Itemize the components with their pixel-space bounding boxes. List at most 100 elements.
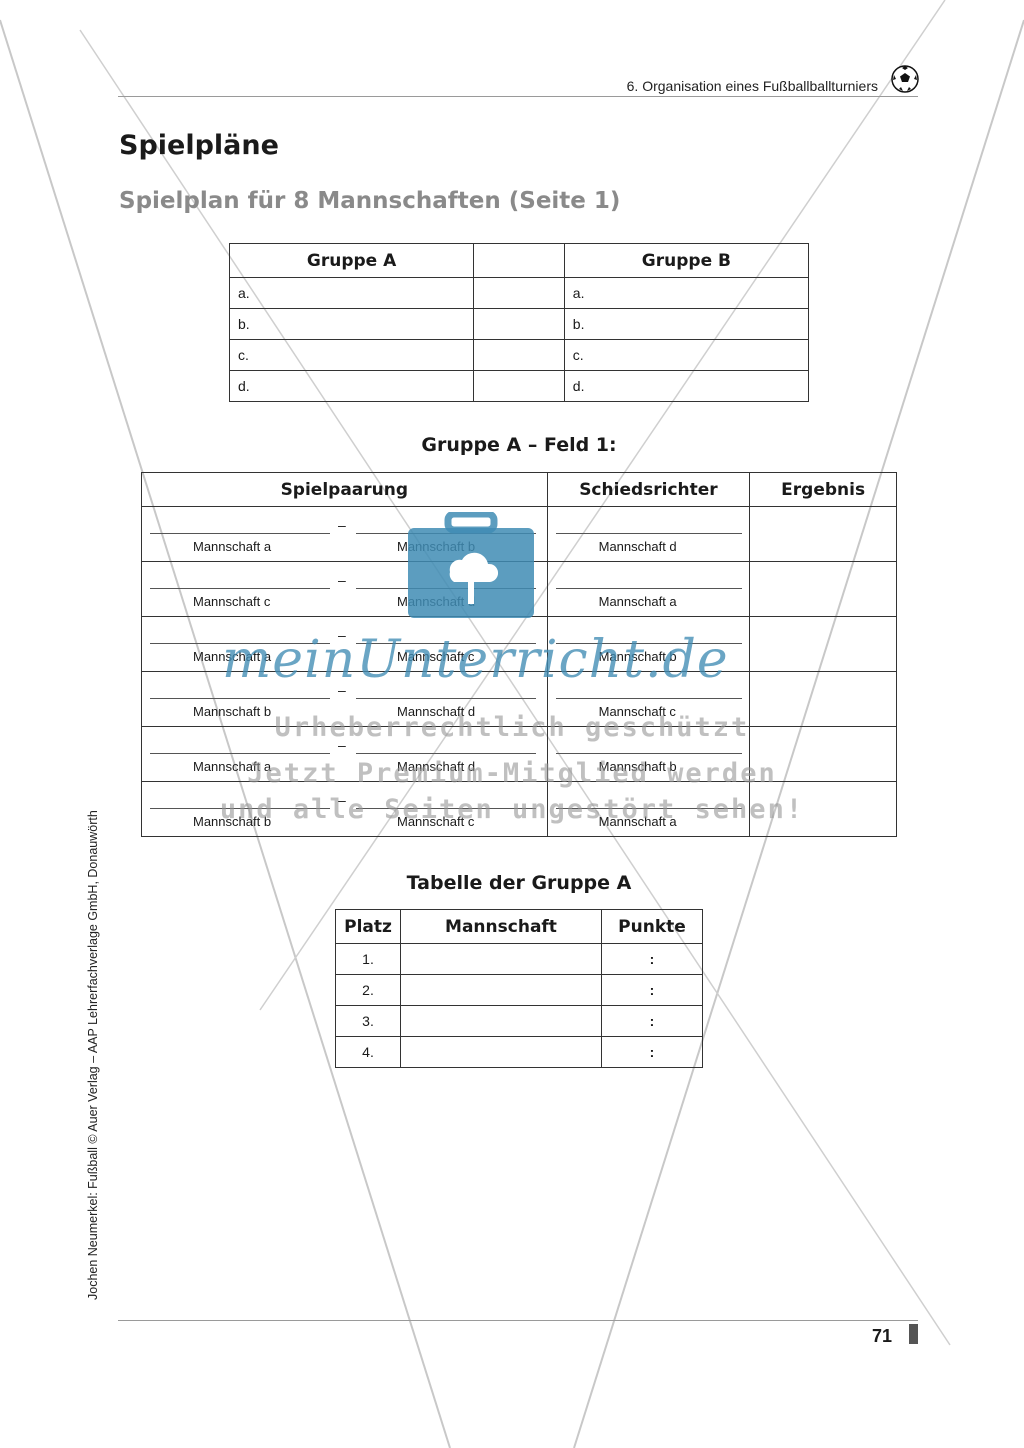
briefcase-cloud-icon	[408, 512, 534, 618]
result-cell	[749, 671, 897, 727]
team-cell	[400, 1005, 602, 1037]
pairing-dash: –	[338, 517, 346, 533]
away-fill-line	[356, 698, 536, 699]
table-row: 1. :	[335, 943, 703, 975]
spacer-cell	[473, 370, 565, 402]
side-credit: Jochen Neumerkel: Fußball © Auer Verlag …	[86, 740, 106, 1300]
result-cell	[749, 506, 897, 562]
table-row: 4. :	[335, 1036, 703, 1068]
pairing-header: Spielpaarung	[141, 472, 548, 507]
home-team-label: Mannschaft b	[193, 704, 272, 719]
pairing-dash: –	[338, 627, 346, 643]
referee-cell: Mannschaft b	[546, 616, 751, 672]
away-fill-line	[356, 808, 536, 809]
away-fill-line	[356, 753, 536, 754]
table-row: d. d.	[228, 370, 810, 402]
home-fill-line	[150, 533, 330, 534]
referee-cell: Mannschaft d	[546, 506, 751, 562]
standings-header-row: Platz Mannschaft Punkte	[335, 909, 703, 944]
group-b-slot: a.	[563, 277, 810, 309]
home-team-label: Mannschaft a	[193, 649, 272, 664]
result-cell	[749, 781, 897, 837]
footer-divider	[118, 1320, 918, 1321]
table-row: – Mannschaft b Mannschaft d Mannschaft c	[141, 671, 897, 727]
away-team-label: Mannschaft d	[397, 759, 476, 774]
referee-team-label: Mannschaft b	[598, 759, 677, 774]
referee-team-label: Mannschaft d	[598, 539, 677, 554]
pairing-dash: –	[338, 792, 346, 808]
home-fill-line	[150, 698, 330, 699]
chapter-title: 6. Organisation eines Fußballballturnier…	[626, 78, 878, 94]
team-cell	[400, 974, 602, 1006]
spacer-cell	[473, 308, 565, 340]
watermark-line-2: Jetzt Premium-Mitglied werden	[247, 758, 777, 789]
match-table: Spielpaarung Schiedsrichter Ergebnis –Ma…	[141, 472, 897, 837]
table-row: – Mannschaft a Mannschaft c Mannschaft b	[141, 616, 897, 672]
result-header: Ergebnis	[749, 472, 897, 507]
place-cell: 2.	[335, 974, 401, 1006]
table-row: a. a.	[228, 277, 810, 309]
result-cell	[749, 726, 897, 782]
place-header: Platz	[335, 909, 401, 944]
referee-team-label: Mannschaft b	[598, 649, 677, 664]
referee-cell: Mannschaft a	[546, 781, 751, 837]
place-cell: 1.	[335, 943, 401, 975]
place-cell: 4.	[335, 1036, 401, 1068]
away-fill-line	[356, 643, 536, 644]
pairing-dash: –	[338, 572, 346, 588]
table-row: b. b.	[228, 308, 810, 340]
table-row: 2. :	[335, 974, 703, 1006]
referee-fill-line	[555, 533, 742, 534]
away-team-label: Mannschaft c	[397, 649, 475, 664]
group-b-header: Gruppe B	[563, 243, 810, 278]
referee-cell: Mannschaft b	[546, 726, 751, 782]
standings-table: Platz Mannschaft Punkte 1. : 2. : 3. : 4…	[335, 909, 703, 1068]
away-team-label: Mannschaft c	[397, 814, 475, 829]
groups-header-row: Gruppe A Gruppe B	[228, 243, 810, 278]
home-fill-line	[150, 588, 330, 589]
pairing-dash: –	[338, 682, 346, 698]
referee-header: Schiedsrichter	[546, 472, 751, 507]
page-number-bar	[909, 1324, 918, 1344]
home-fill-line	[150, 808, 330, 809]
group-b-slot: d.	[563, 370, 810, 402]
referee-team-label: Mannschaft c	[598, 704, 676, 719]
watermark-line-3: und alle Seiten ungestört sehen!	[219, 794, 805, 825]
referee-cell: Mannschaft a	[546, 561, 751, 617]
home-fill-line	[150, 643, 330, 644]
points-header: Punkte	[601, 909, 703, 944]
group-a-slot: b.	[228, 308, 475, 340]
team-cell	[400, 1036, 602, 1068]
group-a-slot: a.	[228, 277, 475, 309]
table-row: c. c.	[228, 339, 810, 371]
points-cell: :	[601, 943, 703, 975]
place-cell: 3.	[335, 1005, 401, 1037]
table-row: 3. :	[335, 1005, 703, 1037]
referee-fill-line	[555, 753, 742, 754]
page-subtitle: Spielplan für 8 Mannschaften (Seite 1)	[119, 188, 621, 214]
points-cell: :	[601, 974, 703, 1006]
referee-fill-line	[555, 643, 742, 644]
side-credit-text: Jochen Neumerkel: Fußball © Auer Verlag …	[86, 810, 100, 1300]
points-cell: :	[601, 1036, 703, 1068]
spacer-cell	[473, 339, 565, 371]
standings-heading: Tabelle der Gruppe A	[406, 872, 632, 894]
home-fill-line	[150, 753, 330, 754]
result-cell	[749, 616, 897, 672]
referee-fill-line	[555, 808, 742, 809]
team-cell	[400, 943, 602, 975]
spacer-cell	[473, 277, 565, 309]
group-a-header: Gruppe A	[228, 243, 475, 278]
soccer-ball-icon	[891, 65, 919, 93]
away-team-label: Mannschaft d	[397, 704, 476, 719]
group-b-slot: b.	[563, 308, 810, 340]
watermark-brand: meinUnterricht.de	[222, 630, 729, 690]
match-heading: Gruppe A – Feld 1:	[421, 434, 617, 456]
referee-fill-line	[555, 698, 742, 699]
watermark-line-1: Urheberrechtlich geschützt	[274, 712, 750, 743]
